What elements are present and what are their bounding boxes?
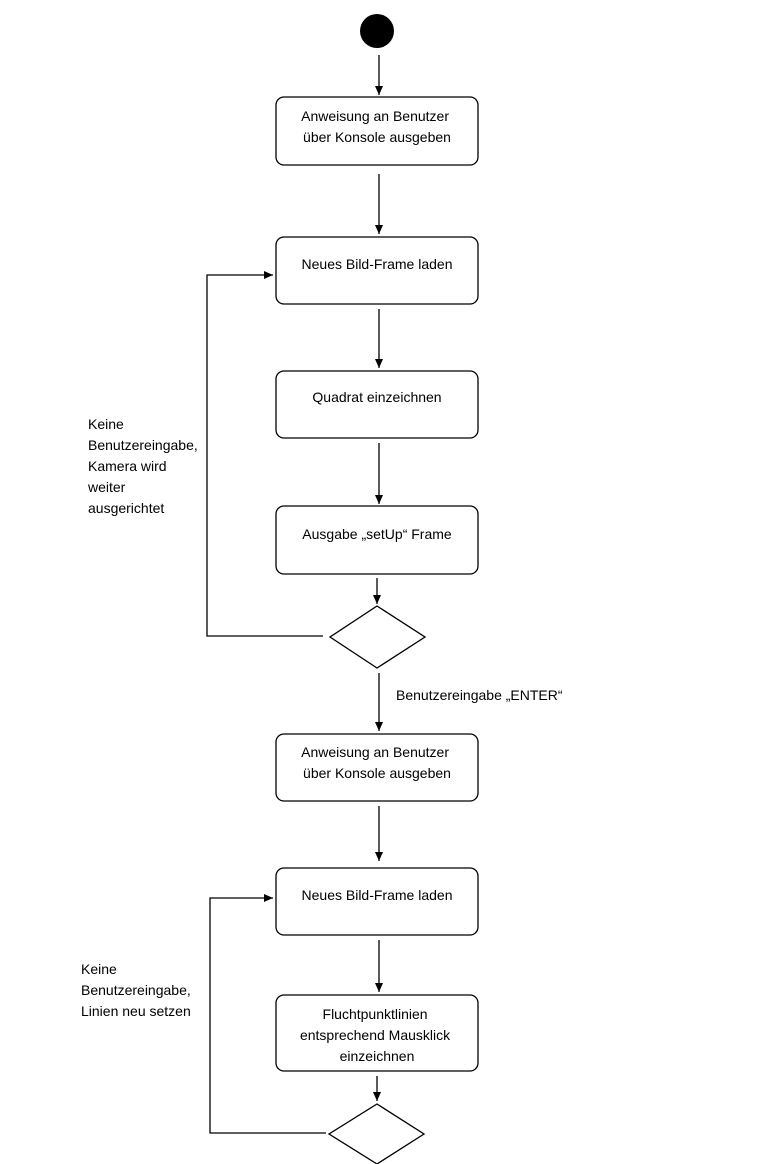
edge-label-line: weiter (87, 479, 126, 495)
svg-text:Quadrat einzeichnen: Quadrat einzeichnen (312, 389, 441, 405)
edge-label-line: Keine (88, 416, 124, 432)
action-node-load-frame-2: Neues Bild-Frame laden (275, 867, 479, 936)
action-node-output-setup: Ausgabe „setUp“ Frame (275, 505, 479, 575)
svg-text:Anweisung an Benutzer üb: Anweisung an Benutzer über Konsole ausge… (301, 108, 453, 145)
svg-text:Neues Bild-Frame laden: Neues Bild-Frame laden (302, 256, 453, 272)
decision-node-2 (327, 1103, 426, 1164)
loop-back-edge-1 (206, 271, 323, 637)
node-text-line: Quadrat einzeichnen (312, 389, 441, 405)
node-text-line: Fluchtpunktlinien (323, 1006, 428, 1022)
edge-label-line: Keine (81, 961, 117, 977)
node-text-line: Ausgabe „setUp“ Frame (302, 526, 452, 542)
svg-text:Anweisung an Benutzer üb: Anweisung an Benutzer über Konsole ausge… (301, 744, 453, 781)
action-node-draw-vanishing-lines: Fluchtpunktlinien entsprechend Mausklick… (275, 994, 479, 1072)
node-text-line: Neues Bild-Frame laden (302, 256, 453, 272)
loop-back-edge-2 (209, 894, 326, 1134)
action-node-instruction-2: Anweisung an Benutzer über Konsole ausge… (275, 733, 479, 802)
svg-text:Neues Bild-Frame laden: Neues Bild-Frame laden (302, 887, 453, 903)
edge-label-no-input-lines: Keine Benutzereingabe, Linien neu setzen (81, 961, 195, 1019)
edge-label-enter: Benutzereingabe „ENTER“ (396, 687, 563, 703)
start-node (360, 14, 394, 48)
node-text-line: Anweisung an Benutzer (301, 108, 449, 124)
svg-text:Ausgabe „setUp“ Frame: Ausgabe „setUp“ Frame (302, 526, 452, 542)
action-node-load-frame-1: Neues Bild-Frame laden (275, 236, 479, 305)
edge-label-line: Linien neu setzen (81, 1003, 191, 1019)
node-text-line: einzeichnen (340, 1048, 415, 1064)
decision-node-1 (328, 605, 427, 669)
edge-label-no-input-camera: Keine Benutzereingabe, Kamera wird weite… (87, 416, 202, 516)
action-node-draw-square: Quadrat einzeichnen (275, 370, 479, 439)
svg-text:Fluchtpunktlinien entspr: Fluchtpunktlinien entsprechend Mausklick… (300, 1006, 454, 1064)
edge-label-line: Kamera wird (88, 458, 167, 474)
edge-label-line: Benutzereingabe „ENTER“ (396, 687, 563, 703)
node-text-line: Anweisung an Benutzer (301, 744, 449, 760)
edge-label-line: Benutzereingabe, (81, 982, 191, 998)
node-text-line: über Konsole ausgeben (303, 129, 451, 145)
node-text-line: Neues Bild-Frame laden (302, 887, 453, 903)
node-text-line: entsprechend Mausklick (300, 1027, 451, 1043)
action-node-instruction-1: Anweisung an Benutzer über Konsole ausge… (275, 96, 479, 166)
edge-label-line: Benutzereingabe, (88, 437, 198, 453)
edge-label-line: ausgerichtet (88, 500, 164, 516)
node-text-line: über Konsole ausgeben (303, 765, 451, 781)
